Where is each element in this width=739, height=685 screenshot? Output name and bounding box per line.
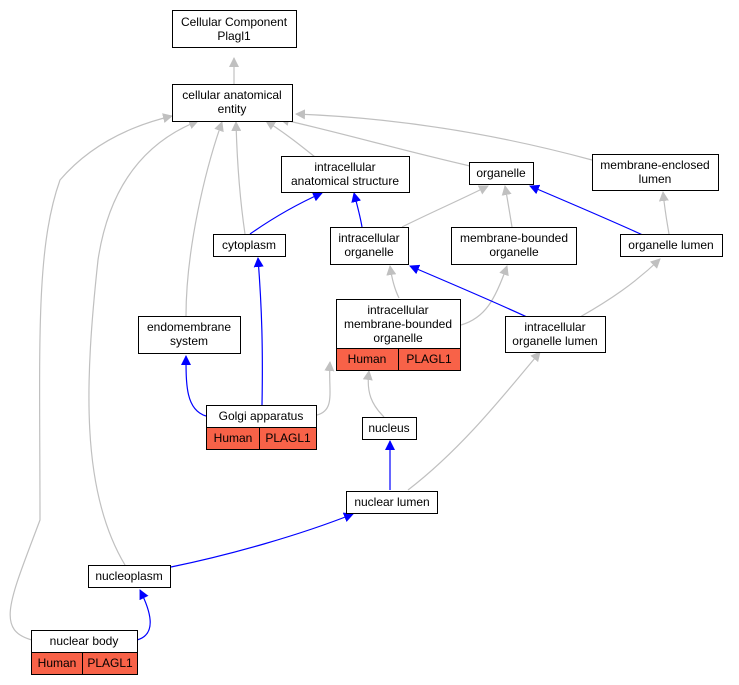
edge-iol-ol <box>579 258 661 318</box>
node-nucleoplasm[interactable]: nucleoplasm <box>88 565 171 588</box>
edge-mel-cae <box>295 109 593 161</box>
edge-golgi-endo <box>181 355 207 417</box>
node-organelle[interactable]: organelle <box>469 162 534 185</box>
node-label: organelle <box>373 331 423 345</box>
edge-nucleoplasm-nlumen <box>170 512 354 568</box>
edge-nbody-cae <box>9 113 173 641</box>
node-label: anatomical structure <box>291 174 399 188</box>
edge-ol-organelle <box>529 184 646 237</box>
node-label: cytoplasm <box>222 238 276 252</box>
annotation-gene-cell <box>82 652 138 675</box>
node-organelle-lumen[interactable]: organelle lumen <box>620 234 723 257</box>
node-membrane-enclosed-lumen[interactable]: membrane-enclosed lumen <box>592 154 719 191</box>
node-cellular-anatomical-entity[interactable]: cellular anatomical entity <box>172 84 293 122</box>
node-label: organelle <box>344 245 394 259</box>
node-intracellular-membrane-bounded-organelle[interactable]: intracellular membrane-bounded organelle <box>336 299 461 349</box>
edge-ias-cae <box>265 120 316 158</box>
edges <box>9 57 670 641</box>
annotation-row-nuclear-body: Human PLAGL1 <box>31 652 138 675</box>
node-label: organelle <box>476 166 526 180</box>
annotation-gene-cell <box>259 427 317 450</box>
edge-nucleoplasm-cae <box>88 119 199 566</box>
edge-mbo-organelle <box>501 185 513 228</box>
node-label: Cellular Component <box>181 15 288 29</box>
node-label: endomembrane <box>147 320 231 334</box>
edge-golgi-imbo <box>316 361 335 416</box>
node-label: intracellular <box>524 320 585 334</box>
node-label: membrane-enclosed <box>600 158 709 172</box>
node-intracellular-anatomical-structure[interactable]: intracellular anatomical structure <box>281 156 410 193</box>
node-golgi-apparatus[interactable]: Golgi apparatus <box>206 405 317 428</box>
annotation-species: Human <box>348 352 387 366</box>
node-intracellular-organelle[interactable]: intracellular organelle <box>330 227 409 265</box>
annotation-row-golgi: Human PLAGL1 <box>206 427 317 450</box>
node-label: Golgi apparatus <box>219 409 304 423</box>
annotation-gene: PLAGL1 <box>87 656 133 670</box>
node-intracellular-organelle-lumen[interactable]: intracellular organelle lumen <box>505 316 606 353</box>
annotation-species: Human <box>214 431 253 445</box>
edge-cytoplasm-ias <box>249 192 323 235</box>
edge-ol-mel <box>658 191 670 235</box>
node-label: organelle <box>489 245 539 259</box>
node-label: nuclear body <box>50 634 119 648</box>
node-nucleus[interactable]: nucleus <box>362 417 417 440</box>
annotation-species: Human <box>38 656 77 670</box>
edge-iol-io <box>409 264 528 318</box>
node-cytoplasm[interactable]: cytoplasm <box>213 234 286 257</box>
edge-golgi-cytoplasm <box>253 257 264 406</box>
annotation-row-imbo: Human PLAGL1 <box>336 348 461 371</box>
annotation-gene: PLAGL1 <box>406 352 452 366</box>
edge-organelle-cae <box>279 116 471 167</box>
node-nuclear-lumen[interactable]: nuclear lumen <box>346 491 438 514</box>
node-label: nuclear lumen <box>354 495 429 509</box>
edge-nucleus-imbo <box>362 370 385 418</box>
edge-io-organelle <box>401 185 489 228</box>
node-label: entity <box>218 102 247 116</box>
node-label: intracellular <box>338 231 399 245</box>
node-label: intracellular <box>314 160 375 174</box>
node-endomembrane-system[interactable]: endomembrane system <box>138 316 241 354</box>
edge-endo-cae <box>185 121 224 317</box>
node-label: membrane-bounded <box>460 231 568 245</box>
node-label: nucleoplasm <box>95 569 162 583</box>
node-label: lumen <box>639 172 672 186</box>
node-label: system <box>170 334 208 348</box>
node-label: intracellular <box>367 303 428 317</box>
node-label: cellular anatomical <box>182 88 281 102</box>
node-nuclear-body[interactable]: nuclear body <box>31 630 138 653</box>
node-label: membrane-bounded <box>344 317 452 331</box>
edge-nlumen-iol <box>407 351 541 491</box>
node-label: organelle lumen <box>512 334 597 348</box>
node-cellular-component-root[interactable]: Cellular Component Plagl1 <box>172 10 297 48</box>
edge-io-ias <box>351 192 363 228</box>
node-label: nucleus <box>368 421 409 435</box>
annotation-gene-cell <box>398 348 461 371</box>
edge-imbo-io <box>386 265 400 299</box>
edge-imbo-mbo <box>460 265 509 326</box>
edge-nbody-nucleoplasm <box>136 589 151 641</box>
node-membrane-bounded-organelle[interactable]: membrane-bounded organelle <box>451 227 577 265</box>
edge-cytoplasm-cae <box>231 121 246 235</box>
node-label: Plagl1 <box>217 29 251 43</box>
node-label: organelle lumen <box>628 238 713 252</box>
annotation-gene: PLAGL1 <box>265 431 311 445</box>
